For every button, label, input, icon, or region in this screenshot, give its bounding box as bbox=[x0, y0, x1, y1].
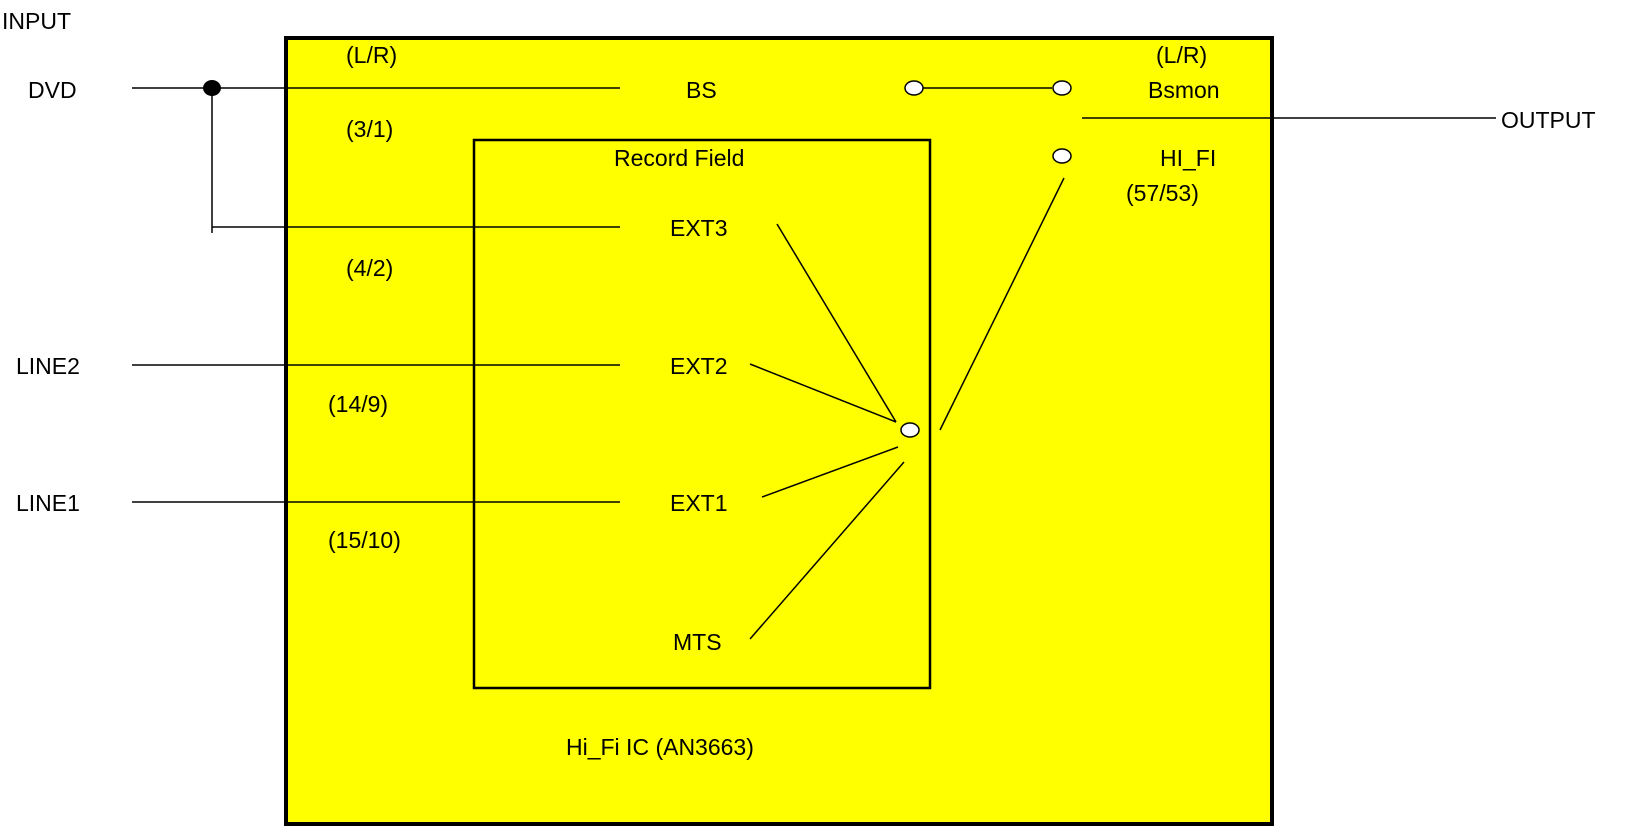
line2-label: LINE2 bbox=[16, 353, 80, 379]
junction-dot bbox=[203, 80, 221, 96]
ext2-selector-line bbox=[749, 363, 897, 423]
bs-contact-terminal bbox=[904, 80, 924, 96]
dvd-label: DVD bbox=[28, 77, 77, 103]
hifi-label: HI_FI bbox=[1160, 145, 1216, 171]
record-field-label: Record Field bbox=[614, 145, 744, 171]
pin-bs-label: (3/1) bbox=[346, 116, 393, 142]
ext1-selector-line bbox=[761, 446, 899, 498]
hifi-ic-block bbox=[284, 36, 1274, 826]
ext3-selector-line bbox=[776, 223, 897, 423]
bsmon-label: Bsmon bbox=[1148, 77, 1220, 103]
hifi-contact-terminal bbox=[1052, 148, 1072, 164]
lr-right-label: (L/R) bbox=[1156, 42, 1207, 68]
ext1-label: EXT1 bbox=[670, 490, 728, 516]
record-field-box bbox=[472, 138, 932, 690]
pin-ext3-label: (4/2) bbox=[346, 255, 393, 281]
bsmon-contact-terminal bbox=[1052, 80, 1072, 96]
pin-ext2-label: (14/9) bbox=[328, 391, 388, 417]
ic-name-label: Hi_Fi IC (AN3663) bbox=[566, 734, 754, 760]
mts-label: MTS bbox=[673, 629, 722, 655]
input-label: INPUT bbox=[2, 8, 71, 34]
ext2-label: EXT2 bbox=[670, 353, 728, 379]
record-selector-terminal bbox=[900, 422, 920, 438]
mts-selector-line bbox=[749, 461, 905, 640]
output-label: OUTPUT bbox=[1501, 107, 1596, 133]
line1-label: LINE1 bbox=[16, 490, 80, 516]
pin-hifi-label: (57/53) bbox=[1126, 180, 1199, 206]
lr-left-label: (L/R) bbox=[346, 42, 397, 68]
selector-to-hifi-line bbox=[939, 177, 1065, 431]
pin-ext1-label: (15/10) bbox=[328, 527, 401, 553]
ext3-label: EXT3 bbox=[670, 215, 728, 241]
bs-label: BS bbox=[686, 77, 717, 103]
